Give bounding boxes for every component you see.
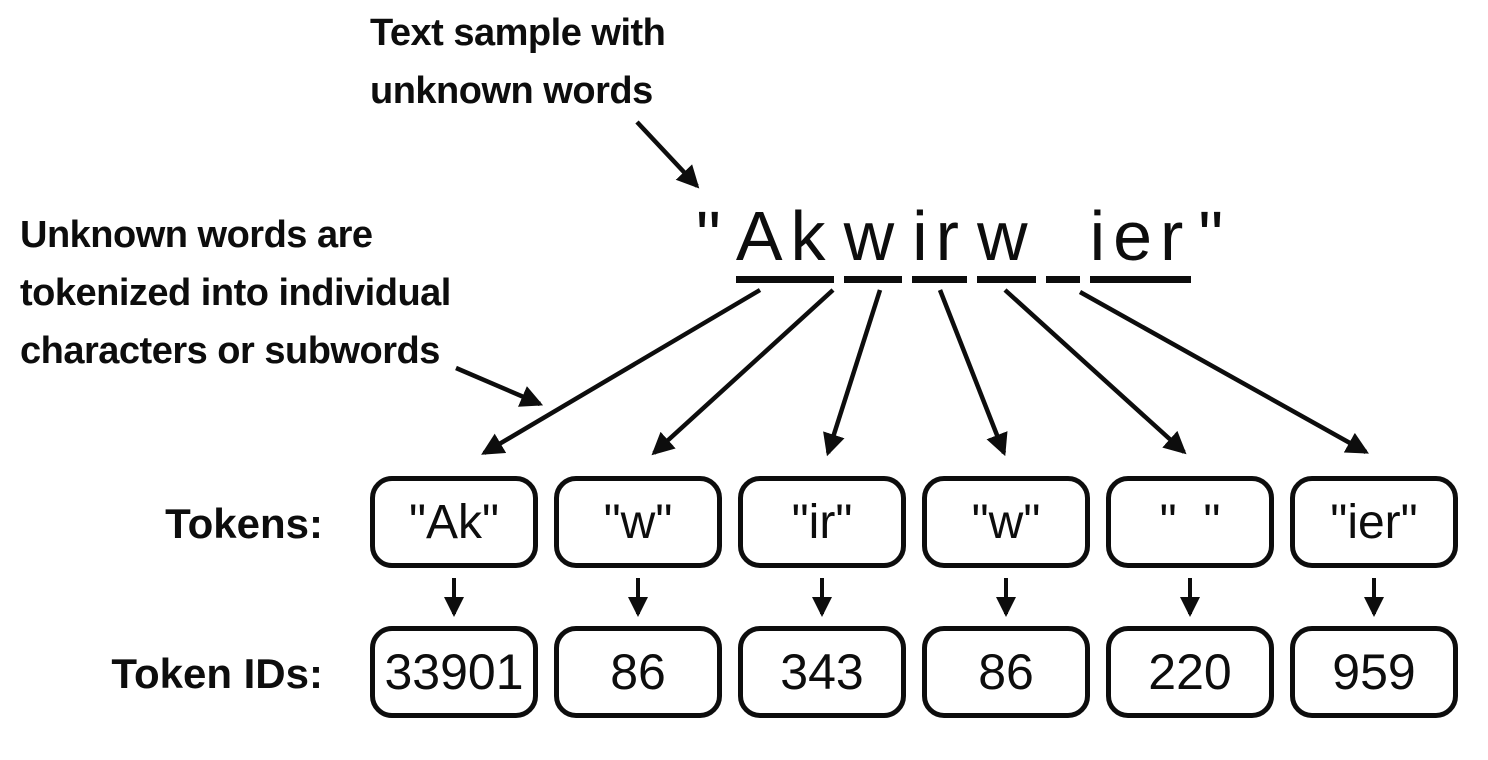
top-note-arrow <box>635 120 700 189</box>
token-box: "ier" <box>1290 476 1458 568</box>
segment-arrow-5 <box>1003 288 1187 455</box>
segment-arrow-2 <box>651 288 835 456</box>
token-id-text: 220 <box>1148 644 1232 700</box>
token-box: " " <box>1106 476 1274 568</box>
token-text: "Ak" <box>408 495 500 549</box>
token-ids-row-label: Token IDs: <box>111 650 323 697</box>
token-id-text: 86 <box>610 644 666 700</box>
token-id-text: 86 <box>978 644 1034 700</box>
sample-segment-w1: w <box>843 196 903 283</box>
token-id-text: 959 <box>1332 644 1416 700</box>
token-text: "w" <box>603 495 673 549</box>
segment-arrow-3 <box>823 289 883 457</box>
sample-segment-w2: w <box>977 196 1036 283</box>
token-id-box: 343 <box>738 626 906 718</box>
token-text: "ir" <box>791 495 853 549</box>
token-text: "ier" <box>1330 495 1418 549</box>
left-note: Unknown words are tokenized into individ… <box>20 206 451 380</box>
token-box: "Ak" <box>370 476 538 568</box>
tokens-row-label: Tokens: <box>165 500 323 547</box>
token-id-box: 86 <box>554 626 722 718</box>
left-note-line: Unknown words are <box>20 214 373 256</box>
token-id-box: 959 <box>1290 626 1458 718</box>
sample-segment-ir: ir <box>912 196 967 283</box>
close-quote: " <box>1198 197 1232 275</box>
token-text: "w" <box>971 495 1041 549</box>
top-note-line: Text sample with <box>370 12 666 54</box>
token-id-text: 343 <box>780 644 864 700</box>
token-id-box: 33901 <box>370 626 538 718</box>
token-id-text: 33901 <box>384 644 524 700</box>
token-id-box: 86 <box>922 626 1090 718</box>
token-box: "ir" <box>738 476 906 568</box>
left-note-line: characters or subwords <box>20 330 440 372</box>
top-note-line: unknown words <box>370 70 653 112</box>
segment-arrow-4 <box>937 289 1008 457</box>
left-note-line: tokenized into individual <box>20 272 451 314</box>
top-note: Text sample with unknown words <box>370 4 666 120</box>
segment-arrow-1 <box>481 288 762 455</box>
sample-segment-ier: ier <box>1089 196 1192 283</box>
sample-segment-ak: Ak <box>735 196 834 283</box>
segment-arrow-6 <box>1078 290 1369 454</box>
token-box: "w" <box>554 476 722 568</box>
left-note-arrow <box>455 365 544 407</box>
text-sample: " Ak w ir w ier " <box>694 196 1233 283</box>
token-box: "w" <box>922 476 1090 568</box>
sample-segment-space <box>1045 196 1080 283</box>
token-text: " " <box>1159 495 1221 549</box>
token-id-box: 220 <box>1106 626 1274 718</box>
open-quote: " <box>696 197 729 275</box>
